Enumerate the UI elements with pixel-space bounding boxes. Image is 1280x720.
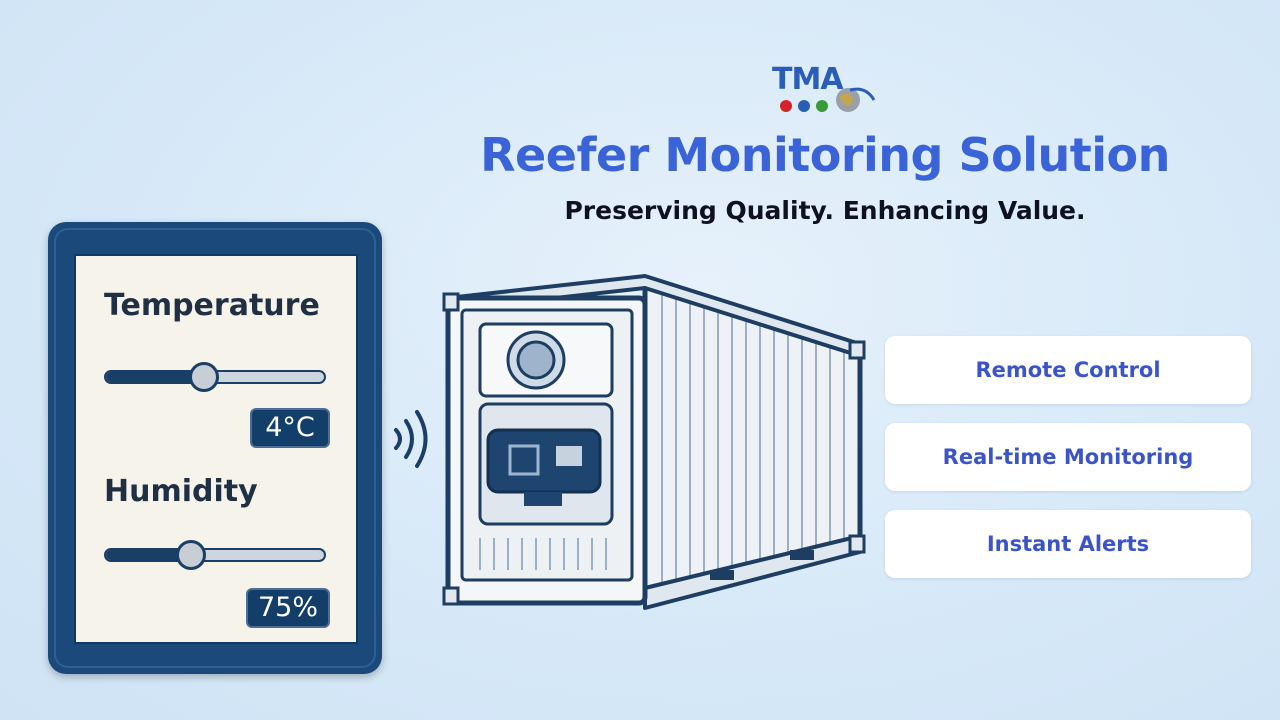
tablet-device: Temperature 4°C Humidity 75%	[48, 222, 382, 674]
feature-real-time-monitoring[interactable]: Real-time Monitoring	[885, 423, 1251, 491]
temperature-label: Temperature	[104, 288, 320, 323]
logo-dot-green	[816, 100, 828, 112]
logo-dot-red	[780, 100, 792, 112]
globe-icon	[836, 87, 876, 112]
logo-dot-blue	[798, 100, 810, 112]
humidity-slider-knob[interactable]	[175, 540, 206, 570]
logo-text: TMA	[772, 62, 844, 97]
page-subtitle: Preserving Quality. Enhancing Value.	[564, 196, 1086, 225]
humidity-value: 75%	[245, 588, 330, 628]
feature-instant-alerts[interactable]: Instant Alerts	[885, 510, 1251, 578]
company-logo: TMA	[770, 62, 880, 116]
humidity-slider-fill	[106, 550, 192, 560]
humidity-slider-track[interactable]	[104, 548, 326, 562]
container-illustration	[442, 274, 866, 610]
humidity-label: Humidity	[104, 474, 258, 509]
feature-remote-control[interactable]: Remote Control	[885, 336, 1251, 404]
temperature-value: 4°C	[250, 408, 330, 448]
tablet-screen: Temperature 4°C Humidity 75%	[74, 254, 358, 644]
temperature-slider-fill	[106, 372, 205, 382]
wireless-signal-icon	[394, 410, 428, 468]
temperature-slider-knob[interactable]	[188, 362, 219, 392]
page-title: Reefer Monitoring Solution	[480, 128, 1170, 182]
